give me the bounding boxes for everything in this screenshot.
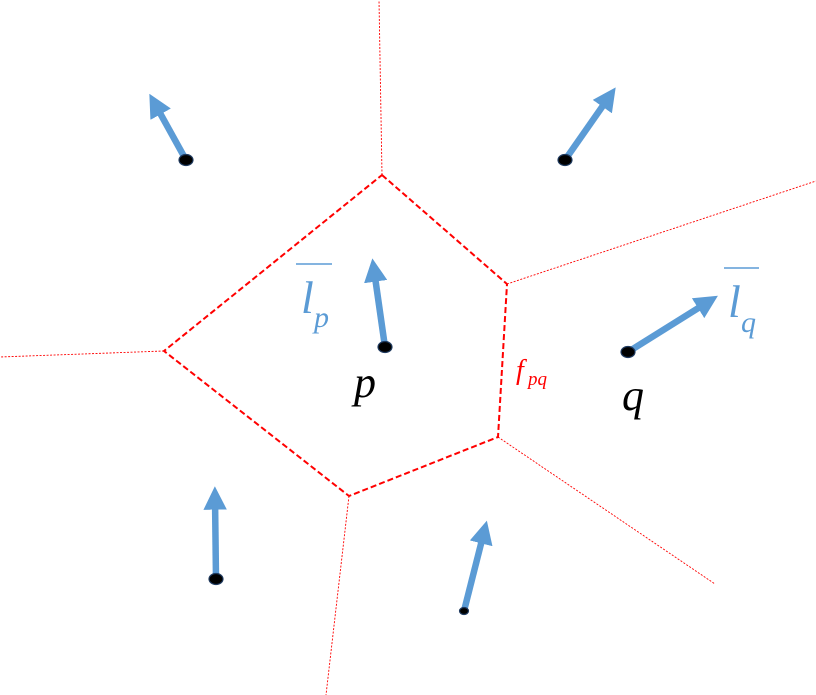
edge-top-right [506,180,816,285]
arrow-q [626,295,718,355]
edge-top [378,0,383,176]
label-vector-q-base: l [728,276,741,327]
label-vector-q: l q [724,267,759,339]
label-site-p: p [351,358,376,407]
label-vector-p-sub: p [312,301,329,334]
label-face-pq: f pq [516,355,548,390]
label-vector-p: l p [296,263,332,334]
label-site-q: q [622,371,644,420]
arrow-bottom-right [460,520,493,612]
label-face-sub: pq [526,369,548,390]
sites [178,153,636,616]
site-top-left [178,153,194,167]
edge-bottom-right [497,436,716,585]
label-vector-q-sub: q [741,306,756,339]
edge-left [0,350,165,358]
arrow-p [364,258,389,348]
edge-bottom [325,495,350,695]
arrow-top-right [562,87,616,162]
site-top-right [557,153,573,167]
arrow-bottom-left [203,486,227,580]
direction-arrows [149,87,718,612]
label-vector-p-base: l [301,272,314,323]
site-bottom-right [458,606,470,616]
label-face-base: f [516,355,527,386]
voronoi-cell-p [162,173,509,498]
site-p [377,340,393,354]
site-bottom-left [208,572,224,586]
arrow-top-left [149,93,189,162]
site-q [620,345,636,359]
